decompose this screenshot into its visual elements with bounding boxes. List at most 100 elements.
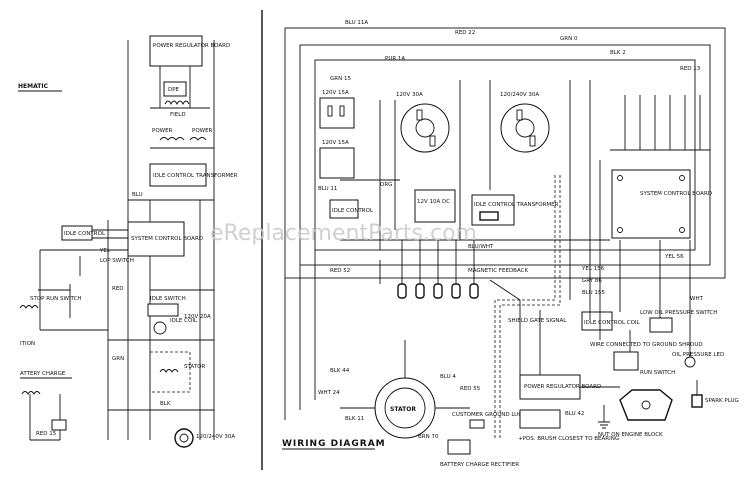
field-coil [164, 100, 190, 106]
power-winding-2 [189, 137, 207, 141]
wiring-outer-loop [284, 27, 726, 279]
dc-output-label: 12V 10A DC [417, 199, 450, 205]
stop-run-switch-label: STOP RUN SWITCH [30, 296, 82, 302]
battery-charge-title: ATTERY CHARGE [20, 371, 66, 377]
receptacle-120v-15a-2 [319, 147, 355, 179]
volt-120-20a-label: 120V 20A [184, 314, 211, 320]
power-label-1: POWER [152, 128, 173, 134]
receptacle-120v-15a [319, 97, 355, 129]
engine-magneto [619, 389, 673, 421]
battery-charge-rectifier-label: BATTERY CHARGE RECTIFIER [440, 462, 519, 468]
wire-tag-wht: WHT [690, 296, 704, 302]
idle-control-switch [329, 199, 359, 219]
magnetic-feedback-label: MAGNETIC FEEDBACK [468, 268, 528, 274]
schematic-outlet [174, 428, 194, 448]
wire-tag-grn-0: GRN 0 [560, 36, 578, 42]
brush-holder [519, 409, 561, 429]
customer-ground-lug [469, 419, 485, 429]
wire-to-ground-label: WIRE CONNECTED TO GROUND SHROUD [590, 342, 703, 348]
idle-control-switch-label: IDLE CONTROL [332, 208, 374, 214]
low-oil-pressure-switch-label: LOW OIL PRESSURE SWITCH [640, 310, 717, 316]
idle-control-left-label: IDLE CONTROL [64, 231, 106, 237]
wire-tag-blu-42: BLU 42 [565, 411, 584, 417]
idle-control-coil-label: IDLE CONTROL COIL [584, 320, 641, 326]
wire-tag-blu-11: BLU 11 [318, 186, 337, 192]
wire-tag-yel-156: YEL 156 [581, 266, 605, 272]
dpe-label: DPE [168, 87, 180, 93]
system-control-board [127, 221, 185, 257]
ignition-coil [19, 305, 39, 309]
receptacle-120-240v [500, 103, 550, 153]
wire-tag-blk-11: BLK 11 [345, 416, 364, 422]
idle-control-left [61, 225, 93, 241]
wire-tag-pur: PUR 1A [385, 56, 405, 62]
system-control-board-label: SYSTEM CONTROL BOARD [131, 236, 203, 242]
fuse-1 [397, 283, 407, 299]
spark-plug-label: SPARK PLUG [705, 398, 739, 404]
power-regulator-board [149, 35, 203, 67]
power-label-2: POWER [192, 128, 213, 134]
wire-tag-blu: BLU [132, 192, 143, 198]
wire-tag-yel: YEL [99, 248, 111, 254]
receptacle-120v-30a [400, 103, 450, 153]
oil-pressure-led [684, 356, 696, 368]
wire-tag-red: RED [112, 286, 124, 292]
idle-switch-left [147, 303, 179, 317]
wire-tag-yel-56: YEL 56 [664, 254, 684, 260]
receptacle-120-240v-label: 120/240V 30A [500, 92, 539, 98]
stop-run-switch-right [613, 351, 639, 371]
wire-tag-blu-155: BLU 155 [582, 290, 605, 296]
watermark: eReplacementParts.com [210, 221, 477, 246]
system-control-board-right-label: SYSTEM CONTROL BOARD [640, 191, 712, 197]
dpe-component [163, 81, 187, 97]
idle-control-transformer [149, 163, 207, 187]
lop-switch-label: LOP SWITCH [100, 258, 134, 264]
receptacle-120v-15a-label: 120V 15A [322, 90, 349, 96]
fuse-2 [415, 283, 425, 299]
wire-tag-red-13: RED 13 [680, 66, 701, 72]
wire-tag-blk: BLK [160, 401, 171, 407]
wire-tag-red-52: RED 52 [330, 268, 350, 274]
fuse-5 [469, 283, 479, 299]
wire-tag-grn-15: GRN 15 [330, 76, 351, 82]
charge-coil [21, 391, 41, 395]
wire-tag-blu-4: BLU 4 [440, 374, 456, 380]
receptacle-120v-15a-2-label: 120V 15A [322, 140, 349, 146]
ignition-title: ITION [20, 341, 35, 347]
low-oil-pressure-switch [649, 317, 673, 333]
battery-charge-rectifier [447, 439, 471, 455]
wire-tag-red-22: RED 22 [455, 30, 475, 36]
schematic-title: HEMATIC [18, 83, 49, 90]
idle-control-coil [581, 311, 613, 331]
spark-plug [691, 394, 703, 408]
nut-on-engine-block-label: NUT ON ENGINE BLOCK [598, 432, 663, 438]
wire-tag-gry-86: GRY 86 [582, 278, 602, 284]
fuse-3 [433, 283, 443, 299]
power-regulator-board-2-label: POWER REGULATOR BOARD [524, 384, 601, 390]
oil-pressure-led-label: OIL PRESSURE LED [672, 352, 724, 358]
pos-brush-label: +POS. BRUSH CLOSEST TO BEARING [518, 436, 619, 442]
power-regulator-board-label: POWER REGULATOR BOARD [153, 43, 230, 49]
wire-tag-org: ORG [380, 182, 392, 188]
wire-tag-blu-11a: BLU 11A [345, 20, 368, 26]
stator-center-label: STATOR [390, 406, 416, 413]
idle-switch-label: IDLE SWITCH [150, 296, 186, 302]
idle-coil-left [153, 321, 167, 335]
idle-coil-label: IDLE COIL [170, 318, 198, 324]
system-control-board-right [611, 169, 691, 239]
volt-120-240-label: 120/240V 30A [196, 434, 235, 440]
wire-tag-red-55: RED 55 [460, 386, 481, 392]
wire-tag-brn-70: BRN 70 [418, 434, 439, 440]
field-label: FIELD [170, 112, 186, 118]
wire-tag-grn: GRN [112, 356, 124, 362]
wire-tag-red15: RED 15 [36, 431, 57, 437]
idle-control-transformer-label: IDLE CONTROL TRANSFORMER [153, 173, 238, 179]
stator-left-dashed [149, 351, 191, 393]
customer-ground-lug-label: CUSTOMER GROUND LUG [452, 412, 522, 418]
wire-tag-blk-44: BLK 44 [330, 368, 350, 374]
stator-right-label: STATOR [184, 364, 205, 370]
wire-tag-blu-wht: BLU/WHT [468, 244, 494, 250]
stop-run-switch-right-label: RUN SWITCH [640, 370, 675, 376]
wire-tag-wht-24: WHT 24 [318, 390, 340, 396]
